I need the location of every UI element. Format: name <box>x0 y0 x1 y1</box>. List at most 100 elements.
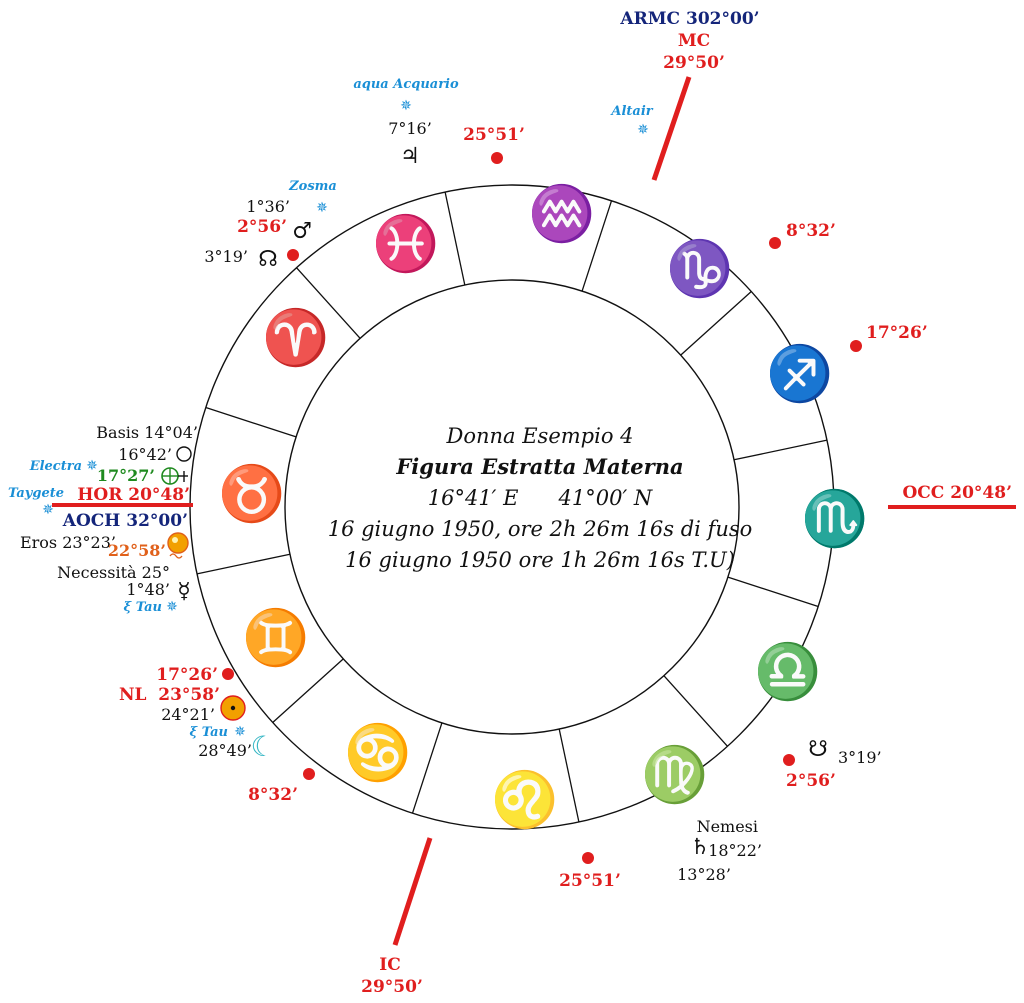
center-line2: 16 giugno 1950 ore 1h 26m 16s T.U) <box>345 548 735 572</box>
saturn-degree: 13°28’ <box>677 865 731 884</box>
cusp-dot-1726-right <box>850 340 862 352</box>
cusp-dot-256-left <box>287 249 299 261</box>
sign-leo: ♌ <box>491 768 558 831</box>
mercury-icon: ☿ <box>177 579 191 604</box>
cusp-2551-bottom: 25°51’ <box>559 871 621 891</box>
new-moon-label: NL 23°58’ <box>119 685 220 705</box>
star-icon: ✵ <box>86 458 98 474</box>
saturn-icon: ♄ <box>690 835 710 860</box>
mars-degree: 1°36’ <box>246 197 290 216</box>
cusp-dot-2551-bottom <box>582 852 594 864</box>
star-icon: ✵ <box>400 98 412 114</box>
node-south-icon: ☋ <box>808 737 828 762</box>
aoch-label: AOCH 32°00’ <box>62 511 188 531</box>
sign-capricorn: ♑ <box>666 237 733 300</box>
sign-divider <box>558 728 580 823</box>
mercury-degree: 1°48’ <box>126 580 170 599</box>
sun-icon <box>167 532 189 559</box>
cusp-1726-right: 17°26’ <box>866 323 928 343</box>
star-icon: ✵ <box>166 599 178 615</box>
moon-degree: 28°49’ <box>198 741 252 760</box>
new-moon-icon <box>220 695 246 721</box>
sign-libra: ♎ <box>754 640 821 703</box>
nemesi-label: Nemesi <box>697 817 758 836</box>
sign-divider <box>205 406 297 438</box>
node-south-degree: 3°19’ <box>838 748 882 767</box>
cusp-2551-top: 25°51’ <box>463 125 525 145</box>
star-aqua-label: aqua Acquario <box>353 77 459 92</box>
nl-degree: 24°21’ <box>161 705 215 724</box>
mars-icon: ♂ <box>292 219 312 244</box>
star-altair-label: Altair <box>609 104 653 119</box>
star-electra-label: Electra <box>29 459 82 474</box>
sign-divider <box>272 658 344 723</box>
sign-gemini: ♊ <box>242 606 309 669</box>
ring-degree: 16°42’ <box>118 445 172 464</box>
sign-virgo: ♍ <box>641 743 708 806</box>
hor-label: HOR 20°48’ <box>77 485 190 505</box>
node-north-degree: 3°19’ <box>204 247 248 266</box>
center-coords: 16°41′ E 41°00′ N <box>428 486 653 510</box>
star-icon: ✵ <box>316 200 328 216</box>
star-icon: ✵ <box>637 122 649 138</box>
center-subtitle: Figura Estratta Materna <box>395 454 683 479</box>
cusp-832-top: 8°32’ <box>786 221 836 241</box>
sign-scorpio: ♏ <box>801 487 868 550</box>
sign-taurus: ♉ <box>218 462 285 525</box>
cusp-dot-256-right <box>783 754 795 766</box>
star-taygete-label: Taygete <box>8 486 64 501</box>
basis-label: Basis 14°04’ <box>96 423 198 442</box>
sign-divider <box>680 291 752 356</box>
cusp-1726-left: 17°26’ <box>156 665 218 685</box>
sign-cancer: ♋ <box>344 721 411 784</box>
center-title: Donna Esempio 4 <box>445 424 633 448</box>
sign-pisces: ♓ <box>372 212 439 275</box>
armc-label: ARMC 302°00’ <box>619 9 759 29</box>
cusp-832-bottom: 8°32’ <box>248 785 298 805</box>
sign-divider <box>727 576 819 608</box>
mc-degree: 29°50’ <box>663 53 725 73</box>
moon-icon: ☾ <box>250 730 275 763</box>
sign-aquarius: ♒ <box>528 182 595 245</box>
sign-dividers <box>196 191 828 823</box>
sun-degree: 22°58’ <box>108 541 166 560</box>
sign-divider <box>196 553 291 575</box>
node-north-icon: ☊ <box>258 247 278 272</box>
star-icon: ✵ <box>234 724 246 740</box>
center-line1: 16 giugno 1950, ore 2h 26m 16s di fuso <box>328 517 753 541</box>
mc-axis <box>651 76 692 181</box>
eros-label: Eros 23°23’ <box>20 533 116 552</box>
ring-icon <box>176 446 192 462</box>
sign-divider <box>733 439 828 461</box>
mc-label: MC <box>678 31 710 51</box>
star-icon: ✵ <box>42 502 54 518</box>
sign-divider <box>444 191 466 286</box>
ic-axis <box>392 837 433 946</box>
sign-divider <box>663 675 728 747</box>
part-of-fortune-degree: 17°27’ <box>97 466 155 485</box>
jupiter-icon: ♃ <box>400 144 420 169</box>
ic-degree: 29°50’ <box>361 977 423 997</box>
sign-divider <box>411 722 443 814</box>
inner-ring <box>284 279 740 735</box>
ic-label: IC <box>379 955 400 975</box>
cusp-256-left: 2°56’ <box>237 217 287 237</box>
nemesi-degree: 18°22’ <box>708 841 762 860</box>
part-of-fortune-icon <box>161 467 188 485</box>
cusp-256-right: 2°56’ <box>786 771 836 791</box>
cusp-dot-832-top <box>769 237 781 249</box>
jupiter-degree: 7°16’ <box>388 119 432 138</box>
star-xi-tau-label: ξ Tau <box>189 725 228 740</box>
cusp-dot-1726-left <box>222 668 234 680</box>
necessita-label: Necessità 25° <box>57 563 170 582</box>
sign-aries: ♈ <box>262 306 329 369</box>
sign-divider <box>581 200 613 292</box>
cusp-dot-832-bottom <box>303 768 315 780</box>
sign-sagittarius: ♐ <box>766 342 833 405</box>
star-xi-tau-label: ξ Tau <box>123 600 162 615</box>
cusp-dot-2551-top <box>491 152 503 164</box>
occ-label: OCC 20°48’ <box>902 483 1012 503</box>
sign-divider <box>296 267 361 339</box>
star-zosma-label: Zosma <box>288 179 337 194</box>
